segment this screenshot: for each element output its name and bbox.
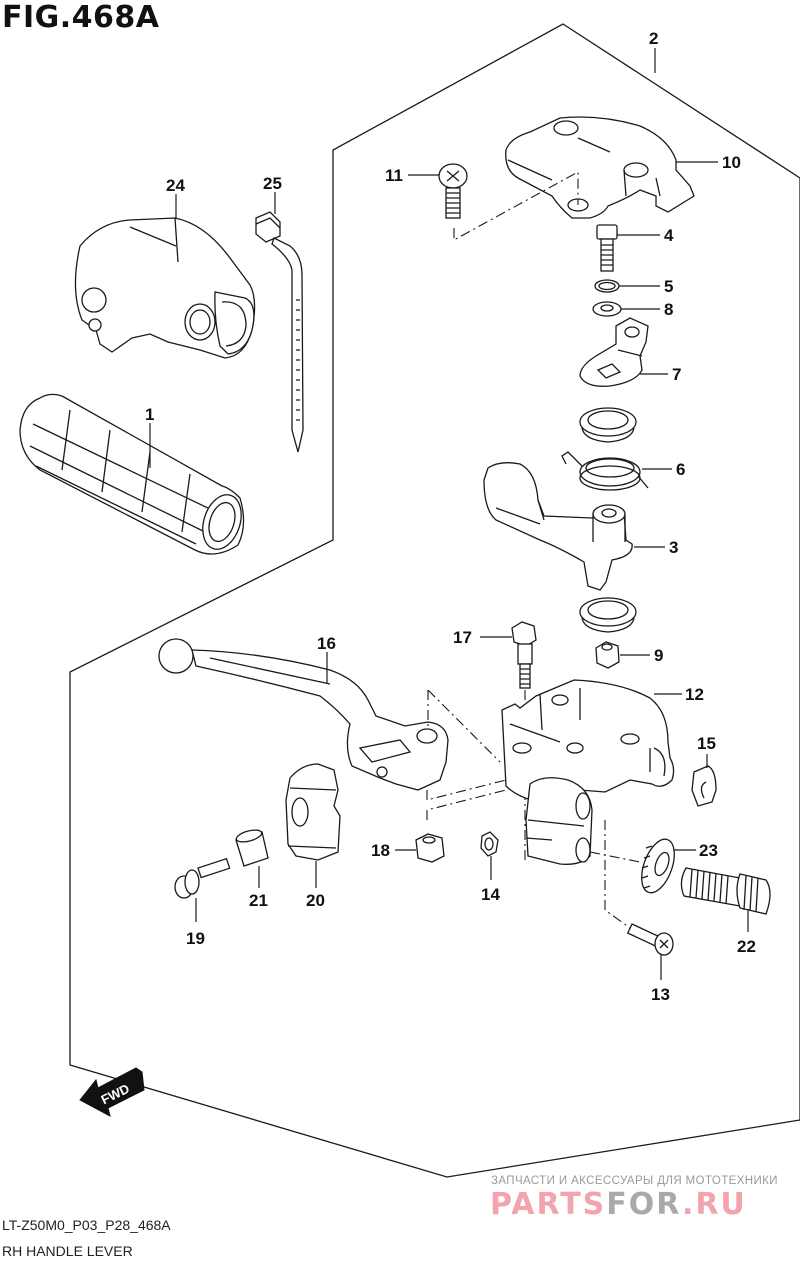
- part-10-cover[interactable]: [505, 116, 695, 219]
- part-13-screw[interactable]: [626, 923, 674, 956]
- callout-12[interactable]: 12: [685, 685, 704, 704]
- diagram-description: RH HANDLE LEVER: [2, 1243, 133, 1259]
- figure-title: FIG.468A: [2, 0, 160, 35]
- part-21-spacer[interactable]: [235, 828, 269, 867]
- callout-2[interactable]: 2: [649, 29, 658, 48]
- callout-17[interactable]: 17: [453, 628, 472, 647]
- callout-21[interactable]: 21: [249, 891, 268, 910]
- part-14-nut[interactable]: [480, 831, 499, 857]
- callout-6[interactable]: 6: [676, 460, 685, 479]
- callout-11[interactable]: 11: [385, 166, 403, 185]
- watermark-tagline: ЗАПЧАСТИ И АКСЕССУАРЫ ДЛЯ МОТОТЕХНИКИ: [491, 1175, 778, 1187]
- callout-18[interactable]: 18: [371, 841, 390, 860]
- part-4-bolt[interactable]: [596, 224, 618, 272]
- callout-8[interactable]: 8: [664, 300, 673, 319]
- part-6-spring[interactable]: [561, 451, 649, 491]
- part-22-adjuster[interactable]: [680, 867, 771, 915]
- callout-5[interactable]: 5: [664, 277, 673, 296]
- fwd-arrow-icon: FWD: [79, 1067, 145, 1117]
- part-5-washer[interactable]: [594, 279, 620, 293]
- callout-15[interactable]: 15: [697, 734, 716, 753]
- callout-25[interactable]: 25: [263, 174, 282, 193]
- part-16-brake-lever[interactable]: [158, 638, 449, 791]
- seal-ring-lower: [579, 597, 637, 633]
- model-code: LT-Z50M0_P03_P28_468A: [2, 1217, 171, 1233]
- callout-4[interactable]: 4: [664, 226, 674, 245]
- watermark-brand-ru: .RU: [681, 1187, 747, 1222]
- part-3-throttle-lever[interactable]: [483, 462, 633, 591]
- callout-16[interactable]: 16: [317, 634, 336, 653]
- part-18-nut[interactable]: [415, 833, 445, 863]
- callout-9[interactable]: 9: [654, 646, 663, 665]
- part-24-switch-housing[interactable]: [74, 217, 256, 359]
- callout-23[interactable]: 23: [699, 841, 718, 860]
- callout-22[interactable]: 22: [737, 937, 756, 956]
- part-1-grip[interactable]: [19, 393, 248, 555]
- callout-7[interactable]: 7: [672, 365, 681, 384]
- callout-24[interactable]: 24: [166, 176, 185, 195]
- callout-19[interactable]: 19: [186, 929, 205, 948]
- part-15-clip[interactable]: [691, 765, 717, 807]
- part-19-bolt[interactable]: [174, 857, 231, 899]
- part-20-clamp[interactable]: [285, 763, 341, 861]
- part-7-throttle-arm[interactable]: [579, 317, 649, 387]
- part-17-pivot-bolt[interactable]: [511, 621, 537, 689]
- callout-13[interactable]: 13: [651, 985, 670, 1004]
- part-9-nut[interactable]: [595, 641, 620, 669]
- watermark-brand-for: FOR: [606, 1187, 682, 1222]
- part-12-lever-holder[interactable]: [501, 679, 675, 805]
- callout-3[interactable]: 3: [669, 538, 678, 557]
- seal-ring-upper: [579, 407, 637, 443]
- part-8-washer[interactable]: [592, 301, 622, 317]
- watermark-brand: PARTSFOR.RU: [490, 1187, 747, 1222]
- part-11-screw[interactable]: [438, 163, 468, 219]
- part-25-cable-tie[interactable]: [255, 211, 304, 453]
- callout-10[interactable]: 10: [722, 153, 741, 172]
- callout-14[interactable]: 14: [481, 885, 500, 904]
- callout-1[interactable]: 1: [145, 405, 154, 424]
- watermark-brand-parts: PARTS: [490, 1187, 607, 1222]
- callout-20[interactable]: 20: [306, 891, 325, 910]
- part-23-lock-nut[interactable]: [635, 835, 680, 897]
- lever-holder-adjuster-block: [525, 777, 593, 865]
- assembly-boundary: [69, 23, 800, 1178]
